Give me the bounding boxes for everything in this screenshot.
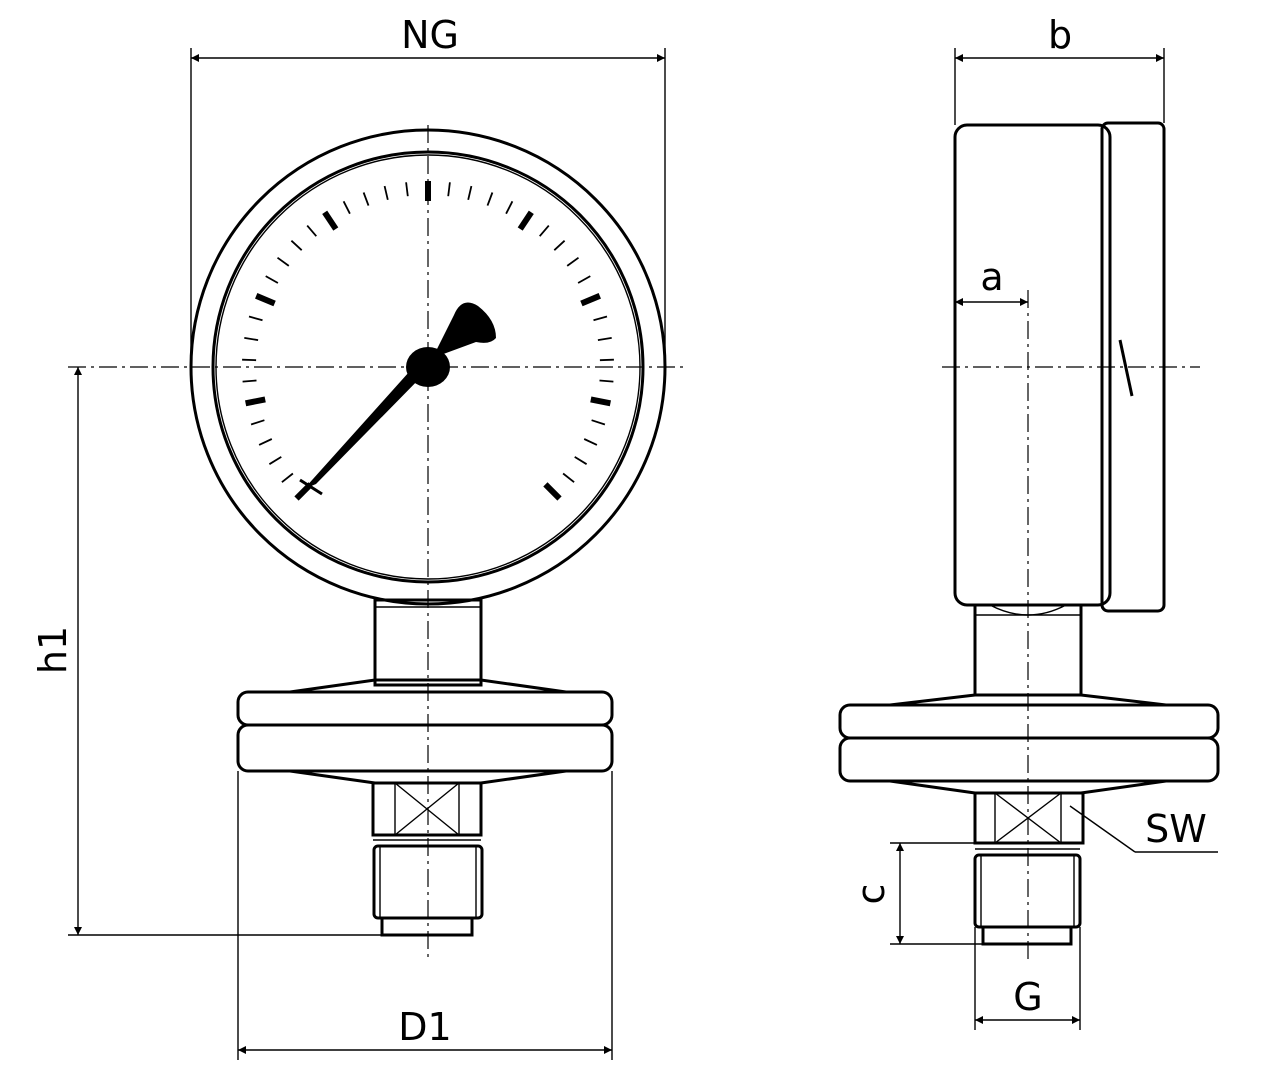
- minor-tick: [486, 192, 494, 206]
- side-flange-lower: [838, 736, 1220, 783]
- pointer-needle: [299, 302, 496, 496]
- side-view: [838, 121, 1220, 960]
- minor-tick: [591, 419, 606, 426]
- minor-tick: [258, 438, 273, 446]
- minor-tick: [505, 200, 514, 215]
- minor-tick: [342, 200, 351, 215]
- major-tick: [590, 396, 611, 407]
- dim-label-a: a: [980, 255, 1003, 299]
- minor-tick: [583, 438, 598, 446]
- minor-tick: [290, 240, 303, 251]
- minor-tick: [362, 192, 370, 206]
- sw-leader: [1069, 805, 1136, 853]
- side-stem: [973, 603, 1083, 697]
- major-tick: [517, 210, 534, 231]
- major-tick: [543, 482, 562, 501]
- front-flange-lower: [236, 723, 614, 773]
- minor-tick: [593, 315, 608, 322]
- major-tick: [322, 210, 339, 231]
- dim-label-c: c: [849, 884, 893, 905]
- minor-tick: [599, 379, 614, 383]
- front-view: [68, 125, 685, 960]
- minor-tick: [566, 256, 580, 267]
- dim-label-d1: D1: [398, 1005, 451, 1049]
- minor-tick: [242, 379, 257, 383]
- major-tick: [245, 396, 266, 407]
- minor-tick: [268, 456, 282, 465]
- minor-tick: [562, 472, 575, 483]
- minor-tick: [276, 256, 290, 267]
- side-dimensions: b a SW c G: [849, 13, 1218, 1030]
- side-flange-upper: [838, 703, 1220, 740]
- minor-tick: [244, 337, 259, 341]
- minor-tick: [242, 358, 257, 362]
- minor-tick: [467, 185, 473, 201]
- minor-tick: [250, 419, 265, 426]
- front-dimensions: NG h1 D1: [31, 13, 666, 1060]
- minor-tick: [553, 240, 566, 251]
- major-tick: [255, 293, 276, 307]
- major-tick: [580, 293, 601, 307]
- side-window-mark: [1118, 339, 1134, 397]
- minor-tick: [248, 315, 263, 322]
- minor-tick: [306, 225, 317, 237]
- minor-tick: [599, 358, 614, 362]
- dim-label-g: G: [1013, 975, 1042, 1019]
- dim-label-ng: NG: [401, 13, 459, 57]
- minor-tick: [539, 225, 550, 237]
- dim-label-h1: h1: [31, 626, 75, 674]
- side-case: [953, 123, 1112, 607]
- front-flange-upper: [236, 690, 614, 727]
- minor-tick: [265, 275, 279, 284]
- minor-tick: [577, 275, 591, 284]
- front-stem: [373, 598, 483, 687]
- dim-label-sw: SW: [1145, 807, 1207, 851]
- minor-tick: [597, 337, 612, 341]
- minor-tick: [405, 182, 409, 197]
- dim-label-b: b: [1048, 13, 1072, 57]
- minor-tick: [447, 182, 451, 197]
- minor-tick: [383, 185, 389, 201]
- minor-tick: [281, 472, 294, 483]
- minor-tick: [574, 456, 588, 465]
